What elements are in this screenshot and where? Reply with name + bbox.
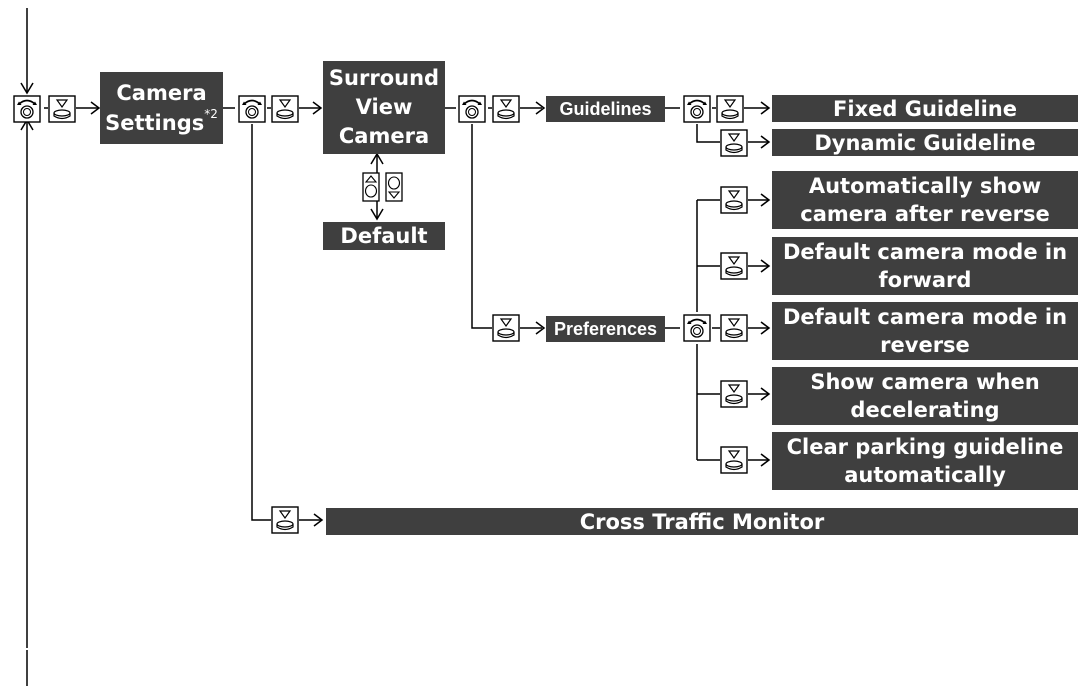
dial-press-icon — [492, 95, 520, 123]
fixed-guideline-label: Fixed Guideline — [833, 96, 1017, 121]
connector-lines — [26, 8, 768, 686]
dial-rotate-icon — [683, 314, 711, 342]
footnote-marker: *2 — [204, 107, 218, 121]
pref-option-default-reverse-box: Default camera mode in reverse — [772, 302, 1078, 360]
dial-press-icon — [720, 380, 748, 408]
pref-option-line2: camera after reverse — [800, 202, 1050, 226]
dial-move-up-icon — [362, 172, 380, 202]
pref-option-line2: forward — [878, 268, 972, 292]
pref-option-line1: Clear parking guideline — [786, 435, 1064, 459]
pref-option-line2: reverse — [880, 333, 970, 357]
surround-view-camera-box: Surround View Camera — [323, 61, 445, 154]
default-box: Default — [323, 222, 445, 250]
pref-option-decelerating-box: Show camera when decelerating — [772, 367, 1078, 425]
cross-traffic-monitor-label: Cross Traffic Monitor — [579, 509, 825, 534]
surround-view-line3: Camera — [338, 124, 430, 148]
dial-move-down-icon — [385, 172, 403, 202]
dynamic-guideline-box: Dynamic Guideline — [772, 129, 1078, 156]
cross-traffic-monitor-box: Cross Traffic Monitor — [326, 508, 1078, 535]
camera-settings-box: Camera Settings*2 — [100, 72, 223, 144]
preferences-box: Preferences — [546, 316, 665, 342]
dial-press-icon — [716, 95, 744, 123]
pref-option-line1: Default camera mode in — [782, 240, 1068, 264]
camera-settings-line2-text: Settings — [105, 111, 205, 135]
dial-press-icon — [48, 95, 76, 123]
camera-settings-line2: Settings*2 — [105, 108, 218, 138]
pref-option-line1: Show camera when — [810, 370, 1040, 394]
dial-press-icon — [271, 506, 299, 534]
dial-press-icon — [720, 186, 748, 214]
dial-press-icon — [271, 95, 299, 123]
guidelines-box: Guidelines — [546, 96, 665, 122]
pref-option-auto-show-box: Automatically show camera after reverse — [772, 171, 1078, 229]
dial-rotate-icon — [13, 95, 41, 123]
default-label: Default — [340, 224, 428, 248]
dial-rotate-icon — [238, 95, 266, 123]
pref-option-line1: Automatically show — [808, 174, 1042, 198]
fixed-guideline-box: Fixed Guideline — [772, 95, 1078, 122]
dynamic-guideline-label: Dynamic Guideline — [814, 130, 1036, 155]
dial-press-icon — [720, 129, 748, 157]
surround-view-line2: View — [355, 95, 413, 119]
pref-option-default-forward-box: Default camera mode in forward — [772, 237, 1078, 295]
dial-press-icon — [720, 252, 748, 280]
dial-press-icon — [720, 446, 748, 474]
arrowheads — [20, 82, 771, 527]
pref-option-line1: Default camera mode in — [782, 305, 1068, 329]
guidelines-label: Guidelines — [559, 99, 652, 119]
pref-option-clear-guideline-box: Clear parking guideline automatically — [772, 432, 1078, 490]
dial-press-icon — [492, 314, 520, 342]
camera-settings-line1: Camera — [116, 81, 207, 105]
pref-option-line2: automatically — [844, 463, 1006, 487]
surround-view-line1: Surround — [328, 66, 440, 90]
dial-press-icon — [720, 314, 748, 342]
pref-option-line2: decelerating — [850, 398, 1000, 422]
preferences-label: Preferences — [553, 319, 658, 339]
dial-rotate-icon — [683, 95, 711, 123]
dial-rotate-icon — [458, 95, 486, 123]
